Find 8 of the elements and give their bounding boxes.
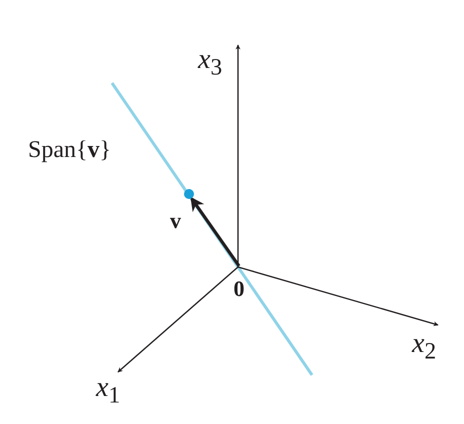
axis-label: x$_{2}$ (412, 330, 436, 364)
line-label: Span{v} (28, 138, 112, 162)
edge-label: v (170, 210, 181, 232)
origin-label: 0 (234, 278, 244, 300)
point-marker (184, 189, 194, 199)
vector-arrow (190, 196, 240, 267)
axis-label: x$_{3}$ (198, 46, 222, 80)
axis-label: x$_{1}$ (96, 374, 120, 408)
